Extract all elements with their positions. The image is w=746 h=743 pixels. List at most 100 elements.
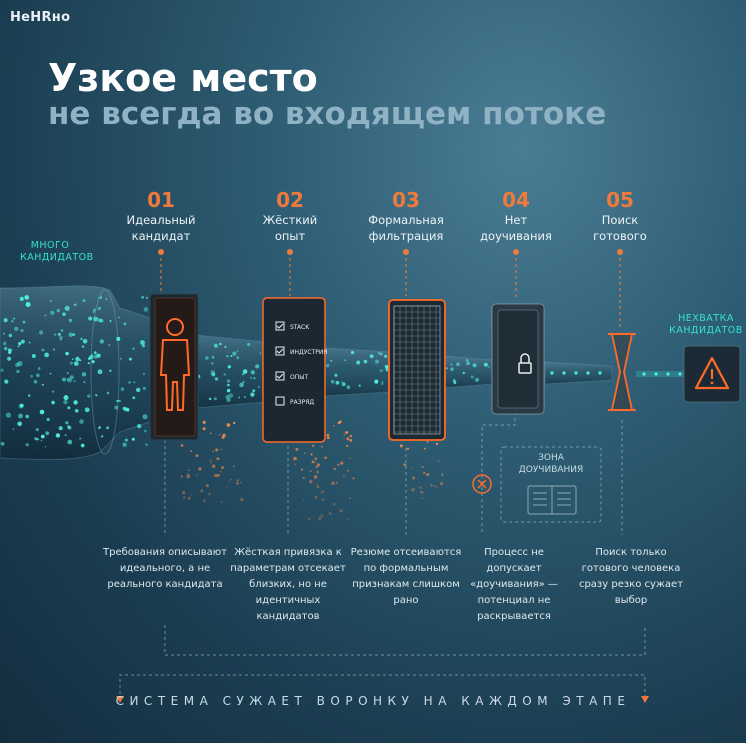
rejected-dot (441, 473, 444, 476)
grid-filter-icon (393, 305, 441, 435)
candidate-dot (73, 400, 78, 405)
candidate-dot (49, 372, 52, 375)
rejected-dot (310, 453, 313, 456)
candidate-dot (17, 345, 20, 348)
candidate-dot (3, 332, 5, 335)
rejected-dot (399, 444, 403, 448)
candidate-dot (145, 296, 148, 299)
candidate-dot (34, 437, 38, 441)
rejected-dot (426, 472, 430, 477)
rejected-dot (403, 463, 407, 467)
rejected-dot (233, 421, 236, 425)
rejected-dot (217, 473, 220, 477)
candidate-dot (25, 302, 31, 307)
candidate-dot (63, 399, 68, 405)
rejected-dot (426, 440, 429, 443)
candidate-dot (259, 352, 262, 355)
rejected-dot (212, 450, 215, 453)
candidate-dot (60, 329, 64, 332)
candidate-dot (369, 354, 374, 359)
candidate-dot (18, 342, 22, 346)
candidate-dot (381, 381, 384, 384)
candidate-dot (143, 307, 149, 312)
stage-4-number: 04 (502, 188, 530, 212)
candidate-dot (19, 296, 24, 301)
candidate-dot (63, 395, 69, 401)
rejected-dot (337, 421, 341, 425)
candidate-dot (26, 301, 28, 304)
candidate-dot (642, 372, 646, 376)
candidate-dot (380, 369, 383, 372)
shortage-label: НЕХВАТКА КАНДИДАТОВ (669, 313, 743, 336)
candidate-dot (247, 342, 251, 346)
candidate-dot (65, 351, 69, 356)
candidate-dot (381, 383, 384, 385)
rejected-dot (202, 427, 206, 431)
rejected-dot (307, 517, 311, 521)
rejected-dot (198, 467, 202, 471)
candidate-dot (50, 300, 52, 302)
candidate-dot (87, 394, 91, 398)
candidate-dot (67, 425, 71, 429)
rejected-dot (180, 444, 184, 447)
candidate-dot (87, 362, 90, 365)
candidate-dot (35, 428, 39, 432)
rejected-dot (433, 485, 436, 488)
candidate-dot (64, 305, 70, 311)
book-icon (527, 485, 577, 515)
rejected-dot (180, 475, 183, 478)
stage-4-panel (491, 303, 545, 415)
candidate-dot (17, 361, 23, 367)
rejected-dot (186, 474, 190, 479)
candidate-dot (208, 397, 212, 401)
candidate-dot (236, 350, 239, 353)
checklist-item: ОПЫТ (290, 374, 309, 381)
close-icon (472, 474, 492, 494)
candidate-dot (143, 373, 145, 376)
candidate-dot (128, 357, 132, 361)
candidate-dot (118, 399, 121, 402)
rejected-dot (312, 444, 315, 447)
rejected-dot (196, 474, 198, 476)
candidate-dot (72, 333, 76, 337)
candidate-dot (210, 370, 216, 375)
rejected-dot (316, 485, 320, 489)
candidate-dot (67, 406, 71, 410)
candidate-dot (109, 369, 112, 372)
candidate-dot (132, 396, 136, 400)
stage-1-panel (149, 293, 199, 441)
rejected-dot (236, 482, 239, 485)
rejected-dot (339, 509, 343, 513)
rejected-dot (314, 495, 318, 499)
candidate-dot (128, 381, 131, 384)
candidate-dot (24, 295, 30, 300)
candidate-dot (45, 431, 50, 436)
candidate-dot (253, 377, 256, 380)
stage-2-number: 02 (276, 188, 304, 212)
candidate-dot (82, 299, 86, 302)
candidate-dot (136, 387, 141, 393)
candidate-dot (11, 320, 14, 323)
rejected-dot (340, 461, 344, 465)
candidate-dot (4, 379, 9, 384)
candidate-dot (120, 387, 125, 391)
candidate-dot (363, 359, 368, 364)
candidate-dot (386, 369, 388, 372)
candidate-dot (50, 310, 55, 315)
candidate-dot (227, 365, 231, 369)
candidate-dot (230, 355, 233, 357)
zone-label: ЗОНА ДОУЧИВАНИЯ (518, 453, 584, 475)
candidate-dot (133, 381, 136, 384)
candidate-dot (33, 379, 38, 384)
rejected-dot (335, 481, 338, 484)
candidate-dot (92, 310, 95, 313)
candidate-dot (51, 400, 55, 405)
rejected-dot (316, 470, 319, 474)
candidate-dot (341, 382, 346, 387)
candidate-dot (40, 434, 45, 439)
candidate-dot (350, 350, 355, 355)
candidate-dot (445, 367, 448, 370)
candidate-dot (238, 396, 241, 399)
candidate-dot (574, 371, 578, 375)
candidate-dot (30, 374, 33, 378)
